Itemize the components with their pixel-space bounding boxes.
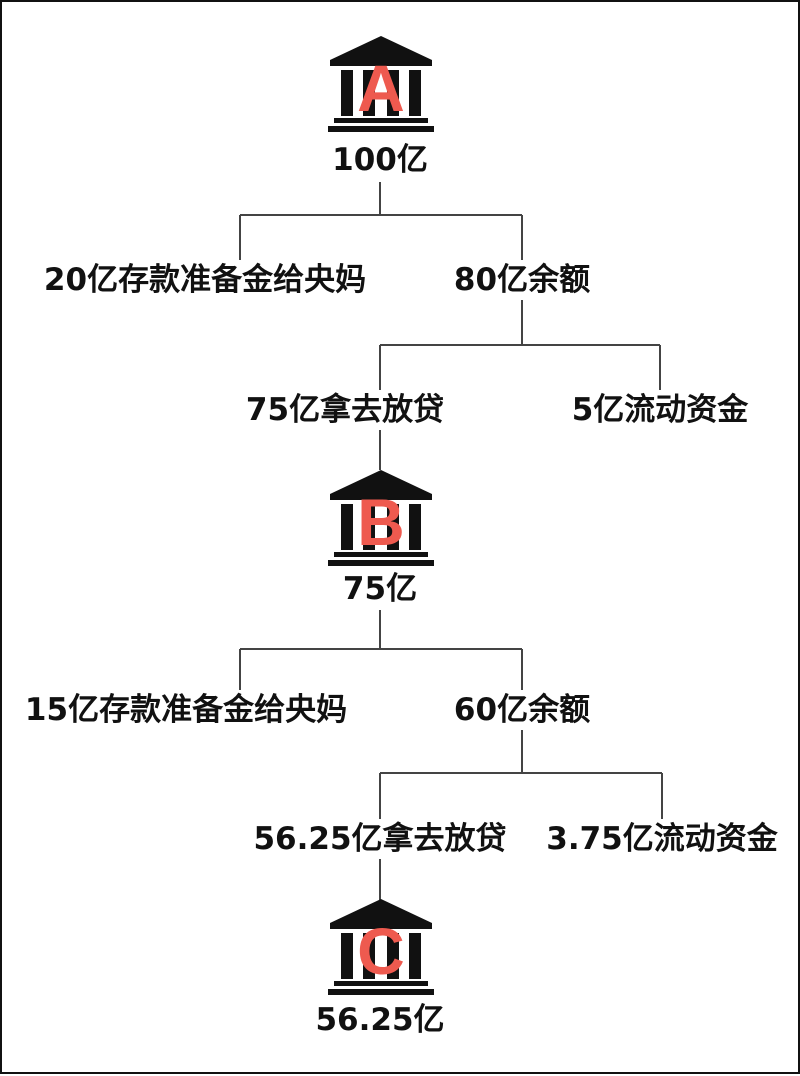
bank-building-icon — [328, 36, 434, 132]
bank-letter: B — [357, 485, 405, 559]
bank-letter: C — [357, 914, 405, 988]
bank-b: B — [326, 468, 436, 568]
bank-c: C — [326, 897, 436, 997]
bank-building-icon — [328, 899, 434, 995]
bank-building-icon — [328, 470, 434, 566]
bank-b-reserve: 15亿存款准备金给央妈 — [24, 692, 348, 728]
bank-b-balance: 60亿余额 — [453, 692, 591, 728]
bank-a: A — [326, 34, 436, 134]
bank-a-reserve: 20亿存款准备金给央妈 — [43, 262, 367, 298]
bank-a-liquid: 5亿流动资金 — [571, 392, 749, 428]
bank-a-amount: 100亿 — [332, 142, 428, 178]
bank-a-loan: 75亿拿去放贷 — [245, 392, 445, 428]
bank-c-amount: 56.25亿 — [315, 1002, 445, 1038]
bank-a-balance: 80亿余额 — [453, 262, 591, 298]
bank-b-loan: 56.25亿拿去放贷 — [253, 821, 507, 857]
bank-letter: A — [357, 51, 405, 125]
bank-b-amount: 75亿 — [342, 571, 418, 607]
bank-b-liquid: 3.75亿流动资金 — [546, 821, 778, 857]
